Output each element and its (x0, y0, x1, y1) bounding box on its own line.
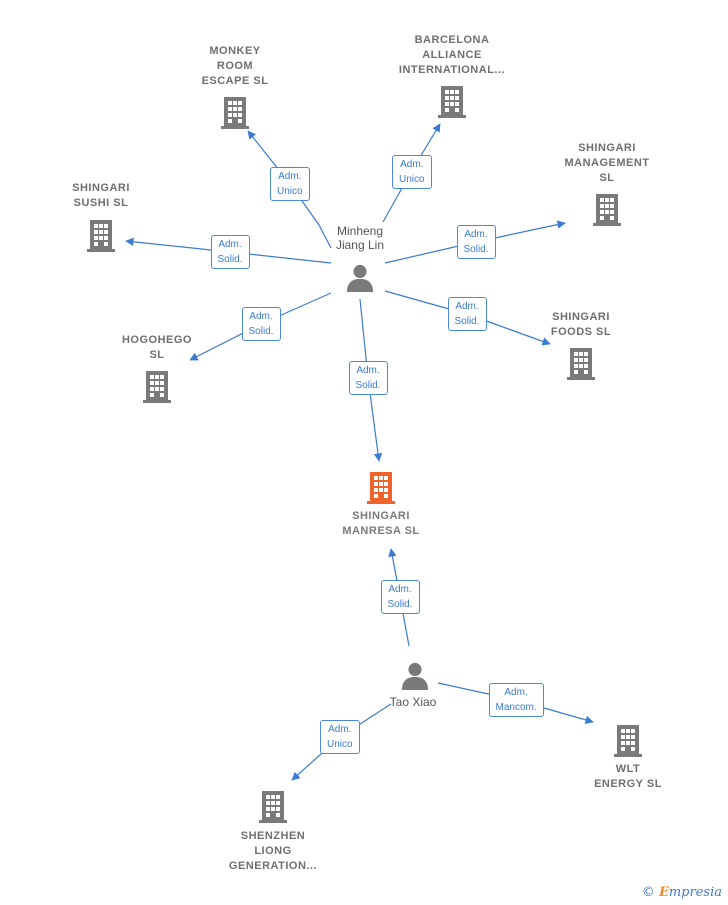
building-icon[interactable] (143, 371, 171, 403)
edge-badge-text: Adm. (356, 365, 380, 376)
company-label-barcelona[interactable]: BARCELONA ALLIANCE INTERNATIONAL... (377, 33, 527, 78)
company-label-shenzhen[interactable]: SHENZHEN LIONG GENERATION... (198, 829, 348, 874)
edge-badge-text: Unico (277, 186, 303, 197)
edge-badge-text: Adm. (400, 159, 424, 170)
company-label-foods[interactable]: SHINGARI FOODS SL (506, 310, 656, 340)
company-label-line: SHINGARI (552, 311, 610, 323)
company-label-line: SL (149, 349, 165, 361)
edge-badge-text: Solid. (217, 254, 243, 265)
company-label-line: SHINGARI (578, 142, 636, 154)
company-label-line: ROOM (216, 60, 254, 72)
company-label-line: ALLIANCE (422, 49, 482, 61)
company-label-line: MANAGEMENT (564, 157, 650, 169)
company-label-line: ENERGY SL (594, 778, 662, 790)
company-label-line: LIONG (254, 845, 292, 857)
company-label-line: SHENZHEN (240, 830, 306, 842)
edge-badge-e1[interactable]: Adm. Unico (270, 167, 310, 201)
company-label-line: FOODS SL (550, 326, 612, 338)
company-label-line: GENERATION... (228, 860, 318, 872)
building-icon[interactable] (259, 791, 287, 823)
edge-badge-text: Adm. (504, 687, 528, 698)
company-label-line: MANRESA SL (342, 525, 420, 537)
company-label-management[interactable]: SHINGARI MANAGEMENT SL (532, 141, 682, 186)
brand-initial: E (658, 885, 669, 900)
person-label-line: Minheng (336, 224, 384, 238)
edge-badge-e4[interactable]: Adm. Solid. (210, 235, 250, 269)
building-icon[interactable] (87, 220, 115, 252)
edge-badge-e6[interactable]: Adm. Solid. (447, 297, 487, 331)
company-label-line: ESCAPE SL (201, 75, 269, 87)
company-label-hogohego[interactable]: HOGOHEGO SL (82, 333, 232, 363)
edge-badge-text: Solid. (463, 244, 489, 255)
copyright-symbol: © (641, 885, 655, 900)
edge-badge-e7[interactable]: Adm. Solid. (348, 361, 388, 395)
edge-badge-text: Adm. (455, 301, 479, 312)
company-label-manresa[interactable]: SHINGARI MANRESA SL (306, 509, 456, 539)
edge-line-e1 (247, 130, 332, 249)
person-label-line: Jiang Lin (335, 238, 385, 252)
empresia-watermark: © Empresia (642, 885, 722, 900)
company-label-line: SUSHI SL (73, 197, 129, 209)
person-label-line: Tao Xiao (389, 695, 437, 709)
person-icon[interactable] (401, 662, 429, 690)
edge-badge-e9[interactable]: Adm. Mancom. (488, 683, 544, 717)
brand-name: mpresia (668, 885, 722, 900)
edge-badge-text: Unico (399, 174, 425, 185)
company-label-line: BARCELONA (414, 34, 490, 46)
edges-layer (125, 123, 594, 781)
edge-badge-text: Adm. (278, 171, 302, 182)
person-label-tao[interactable]: Tao Xiao (353, 695, 473, 709)
edge-badge-text: Solid. (248, 326, 274, 337)
building-icon[interactable] (367, 472, 395, 504)
edge-badge-text: Solid. (387, 599, 413, 610)
edge-badge-text: Adm. (388, 584, 412, 595)
edge-badge-text: Mancom. (495, 702, 537, 713)
edge-badge-text: Adm. (218, 239, 242, 250)
company-label-line: WLT (615, 763, 641, 775)
company-label-line: INTERNATIONAL... (398, 64, 506, 76)
edge-badge-e10[interactable]: Adm. Unico (320, 720, 360, 754)
company-label-line: SHINGARI (72, 182, 130, 194)
edge-badge-text: Adm. (249, 311, 273, 322)
company-label-sushi[interactable]: SHINGARI SUSHI SL (26, 181, 176, 211)
edge-badge-text: Adm. (328, 724, 352, 735)
edge-badge-text: Solid. (454, 316, 480, 327)
edge-badge-e8[interactable]: Adm. Solid. (380, 580, 420, 614)
building-icon[interactable] (614, 725, 642, 757)
edge-badge-e3[interactable]: Adm. Solid. (456, 225, 496, 259)
company-label-monkey[interactable]: MONKEY ROOM ESCAPE SL (160, 44, 310, 89)
building-icon[interactable] (567, 348, 595, 380)
building-icon[interactable] (593, 194, 621, 226)
edge-badge-text: Solid. (355, 380, 381, 391)
person-icon[interactable] (346, 264, 374, 292)
edge-badge-text: Unico (327, 739, 353, 750)
company-label-line: MONKEY (209, 45, 261, 57)
company-label-line: SHINGARI (352, 510, 410, 522)
building-icon[interactable] (221, 97, 249, 129)
building-icon[interactable] (438, 86, 466, 118)
company-label-wlt[interactable]: WLT ENERGY SL (553, 762, 703, 792)
edge-badge-e2[interactable]: Adm. Unico (392, 155, 432, 189)
company-label-line: SL (599, 172, 615, 184)
edge-badge-e5[interactable]: Adm. Solid. (241, 307, 281, 341)
company-label-line: HOGOHEGO (121, 334, 192, 346)
edge-badge-text: Adm. (464, 229, 488, 240)
